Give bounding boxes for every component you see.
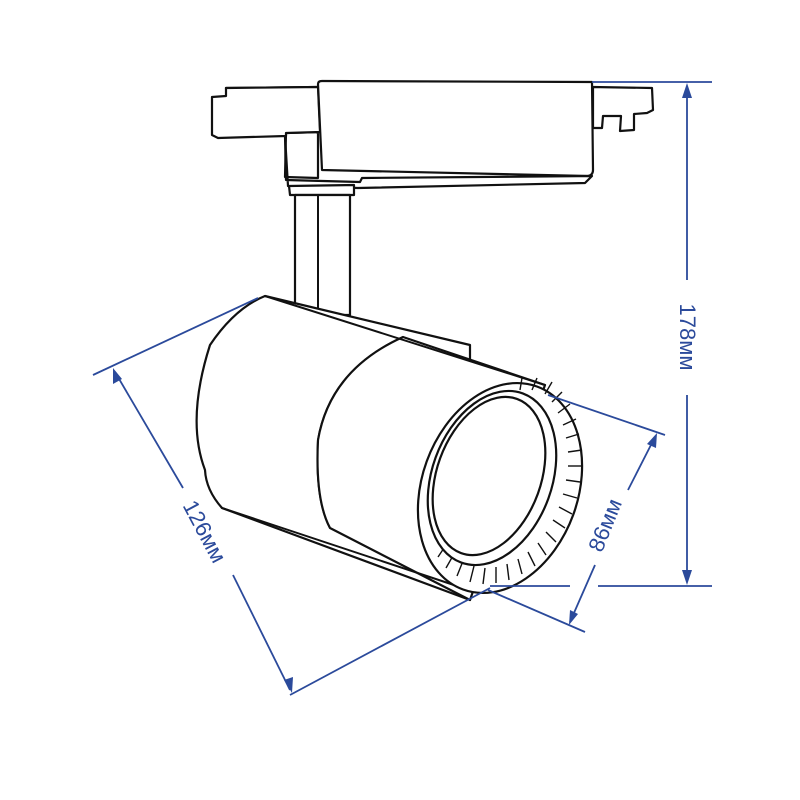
lens-assembly (416, 377, 584, 595)
heatsink-fins (437, 377, 583, 585)
dimension-height: 178мм (490, 81, 712, 587)
dimension-label-height: 178мм (675, 304, 700, 371)
arrow-up-right-icon (647, 433, 657, 448)
arrow-down-icon (682, 570, 692, 585)
arrow-down-right-icon (284, 677, 293, 693)
arrow-up-left-icon (113, 368, 122, 384)
arrow-down-left-icon (569, 610, 578, 625)
mounting-stem (287, 183, 356, 317)
dimension-label-diameter: 86мм (583, 495, 627, 555)
track-adapter (210, 79, 655, 190)
arrow-up-icon (682, 83, 692, 98)
